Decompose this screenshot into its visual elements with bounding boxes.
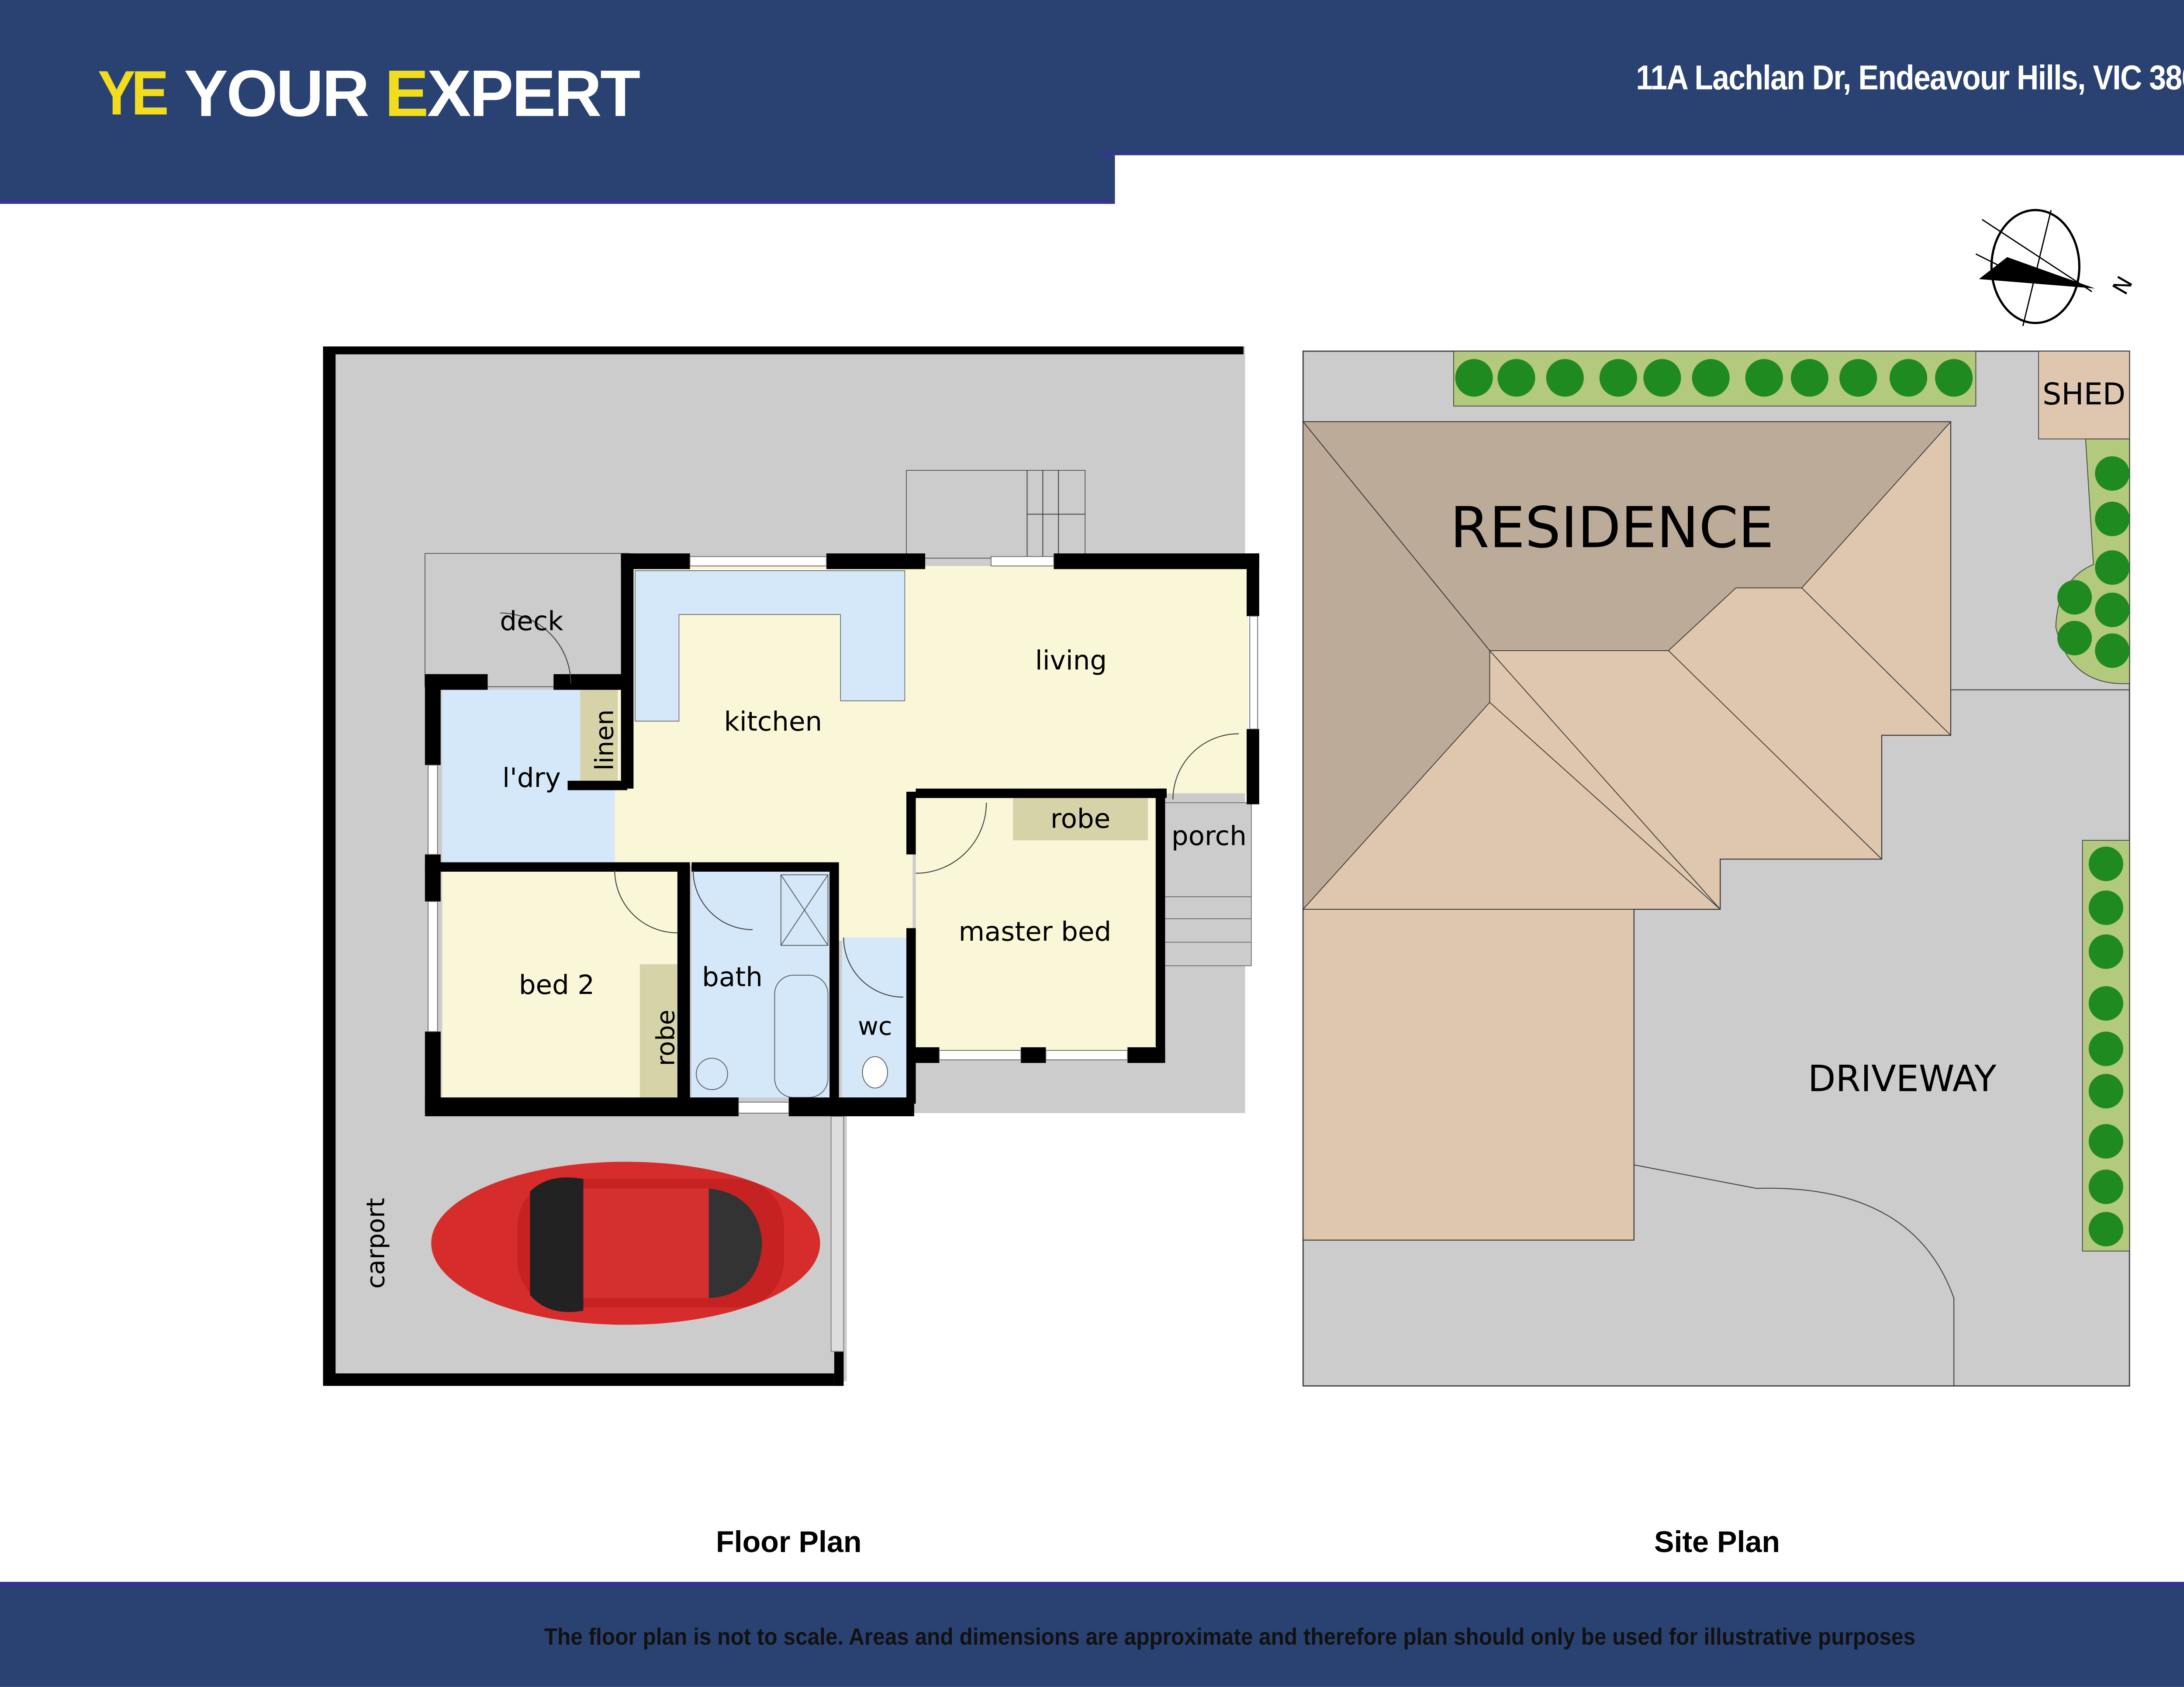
site-label-shed: SHED bbox=[2042, 377, 2125, 412]
room-label-master-bed: master bed bbox=[959, 916, 1112, 947]
brand-name-part2: XPERT bbox=[427, 56, 640, 130]
footer-bar: The floor plan is not to scale. Areas an… bbox=[0, 1582, 2184, 1687]
north-label: N bbox=[2107, 272, 2138, 299]
deck-area bbox=[424, 553, 629, 687]
header-bar-right bbox=[1098, 0, 2184, 155]
floor-plan-caption: Floor Plan bbox=[716, 1527, 862, 1560]
room-label-robe-master: robe bbox=[1051, 804, 1110, 835]
room-label-wc: wc bbox=[858, 1011, 892, 1041]
room-label-bed2: bed 2 bbox=[519, 969, 594, 1000]
floor-plan-drawing: deck l'dry linen kitchen living robe por… bbox=[323, 346, 1270, 1388]
room-label-laundry: l'dry bbox=[502, 762, 561, 793]
brand-mark-icon: YE bbox=[97, 59, 169, 128]
room-label-carport: carport bbox=[361, 1198, 390, 1289]
header-bar-left bbox=[0, 0, 1115, 204]
car-icon bbox=[431, 1162, 820, 1325]
site-plan-caption: Site Plan bbox=[1654, 1527, 1780, 1560]
property-address: 11A Lachlan Dr, Endeavour Hills, VIC 380… bbox=[1636, 58, 2184, 97]
brand-name: YOUR EXPERT bbox=[184, 56, 640, 131]
room-label-deck: deck bbox=[500, 606, 563, 637]
room-label-living: living bbox=[1035, 645, 1107, 676]
site-label-driveway: DRIVEWAY bbox=[1808, 1058, 1997, 1100]
room-label-bath: bath bbox=[702, 962, 763, 993]
site-plan-drawing: RESIDENCE SHED DRIVEWAY bbox=[1302, 350, 2130, 1387]
room-label-kitchen: kitchen bbox=[724, 706, 822, 737]
room-label-linen: linen bbox=[590, 709, 619, 770]
disclaimer-text: The floor plan is not to scale. Areas an… bbox=[543, 1623, 1915, 1650]
north-arrow-icon: N bbox=[1975, 209, 2138, 327]
brand-logo: YE YOUR EXPERT bbox=[94, 56, 640, 131]
brand-name-highlight: E bbox=[384, 56, 429, 130]
brand-name-part1: YOUR bbox=[184, 56, 385, 130]
room-label-robe-bed2: robe bbox=[651, 1010, 681, 1066]
site-label-residence: RESIDENCE bbox=[1450, 495, 1774, 561]
room-label-porch: porch bbox=[1171, 821, 1247, 852]
